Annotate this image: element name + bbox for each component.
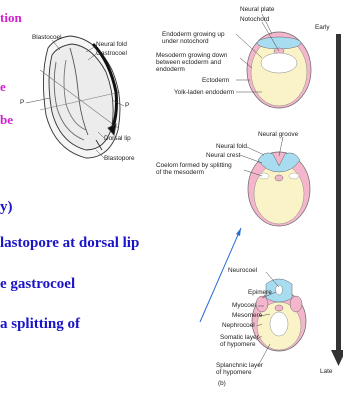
label-myocoel: Myocoel: [232, 302, 256, 309]
label-blastopore: Blastopore: [104, 155, 135, 162]
label-mesoderm-growing-1: Mesoderm growing down: [156, 52, 227, 59]
label-coelom-2: of the mesoderm: [156, 169, 204, 176]
label-mesoderm-growing-3: endoderm: [156, 66, 185, 73]
label-epimere: Epimere: [248, 289, 272, 296]
stage-2-cross-section: [248, 152, 310, 226]
stage-1-cross-section: [247, 32, 311, 108]
label-neural-fold-b: Neural fold: [216, 143, 247, 150]
label-ectoderm: Ectoderm: [202, 77, 229, 84]
label-endoderm-growing-1: Endoderm growing up: [162, 31, 225, 38]
label-early: Early: [315, 24, 330, 31]
label-coelom-1: Coelom formed by splitting: [156, 162, 232, 169]
label-mesomere: Mesomere: [232, 312, 262, 319]
label-dorsal-lip: Dorsal lip: [104, 135, 131, 142]
label-neural-crest: Neural crest: [206, 152, 240, 159]
label-gastrocoel: Gastrocoel: [96, 50, 127, 57]
label-mesoderm-growing-2: between ectoderm and: [156, 59, 221, 66]
label-neural-plate: Neural plate: [240, 6, 274, 13]
label-neural-groove: Neural groove: [258, 131, 298, 138]
label-nephrocoel: Nephrocoel: [222, 322, 255, 329]
label-splanchnic-1: Splanchnic layer: [216, 362, 263, 369]
label-p-left: P: [20, 99, 24, 106]
label-splanchnic-2: of hypomere: [216, 369, 252, 376]
label-somatic-2: of hypomere: [220, 341, 256, 348]
callout-arrowhead: [236, 228, 241, 236]
label-blastocoel: Blastocoel: [32, 34, 62, 41]
label-late: Late: [320, 368, 332, 375]
label-neurocoel: Neurocoel: [228, 267, 257, 274]
label-p-right: P: [125, 102, 129, 109]
label-neural-fold: Neural fold: [96, 41, 127, 48]
label-panel-b: (b): [218, 380, 226, 387]
label-somatic-1: Somatic layer: [220, 334, 259, 341]
label-notochord: Notochord: [240, 16, 270, 23]
label-endoderm-growing-2: under notochord: [162, 38, 209, 45]
timeline-arrow: [331, 34, 343, 366]
label-yolk-endoderm: Yolk-laden endoderm: [174, 89, 234, 96]
